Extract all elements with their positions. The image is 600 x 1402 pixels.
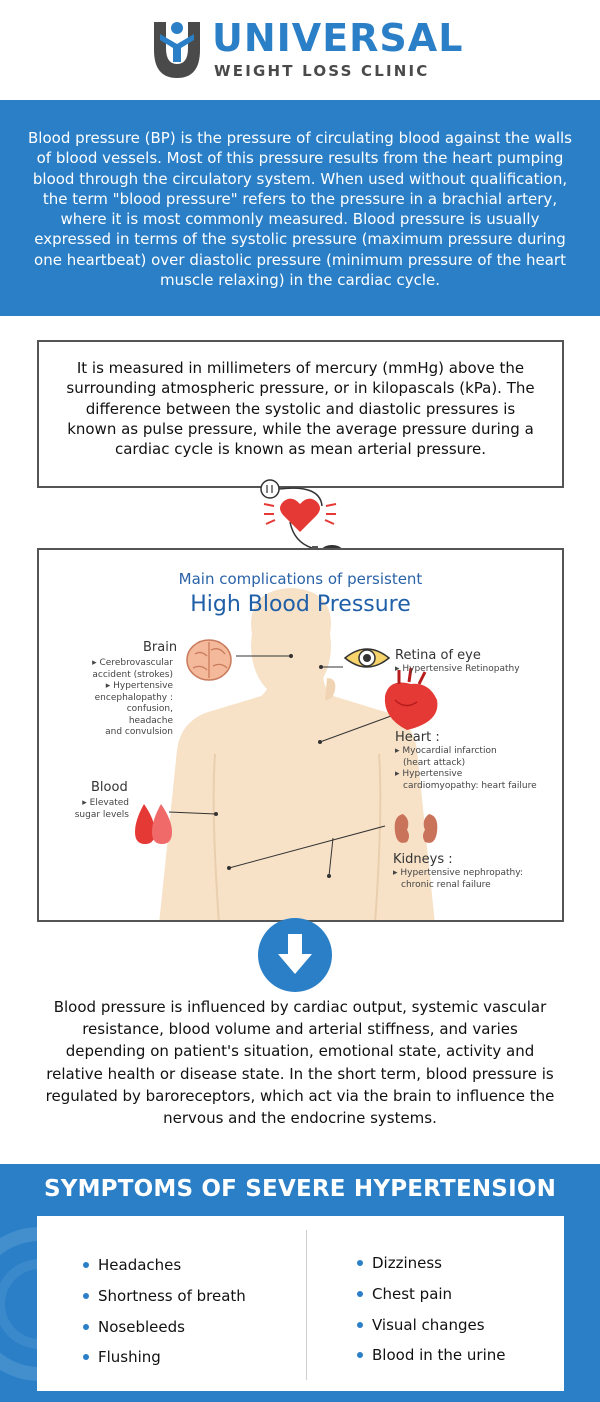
eye-details: ▸ Hypertensive Retinopathy	[395, 664, 520, 676]
blood-label: Blood	[91, 780, 128, 795]
heart-detail: cardiomyopathy: heart failure	[403, 780, 537, 791]
kidneys-label: Kidneys :	[393, 852, 453, 867]
brain-detail: and convulsion	[105, 727, 173, 737]
intro-section: Blood pressure (BP) is the pressure of c…	[0, 100, 600, 316]
blood-detail: sugar levels	[74, 809, 129, 820]
header: UNIVERSAL WEIGHT LOSS CLINIC	[0, 0, 600, 100]
kidneys-detail: ▸ Hypertensive nephropathy:	[393, 868, 523, 878]
blood-drops-icon	[135, 804, 172, 844]
symptom-label: Shortness of breath	[98, 1286, 246, 1305]
complications-title: High Blood Pressure	[190, 592, 411, 617]
complications-subtitle: Main complications of persistent	[178, 570, 423, 588]
bullet-icon	[357, 1321, 363, 1328]
symptoms-section: SYMPTOMS OF SEVERE HYPERTENSION Headache…	[0, 1164, 600, 1402]
symptom-label: Headaches	[98, 1256, 182, 1274]
brain-detail: ▸ Cerebrovascular	[92, 658, 173, 668]
heart-detail: (heart attack)	[403, 757, 466, 768]
symptom-label: Nosebleeds	[98, 1317, 185, 1336]
symptom-label: Dizziness	[372, 1254, 442, 1272]
measurement-text: It is measured in millimeters of mercury…	[66, 359, 535, 459]
eye-label: Retina of eye	[395, 648, 481, 663]
symptom-label: Flushing	[98, 1348, 161, 1367]
measurement-box: It is measured in millimeters of mercury…	[37, 340, 564, 488]
brain-label: Brain	[143, 640, 178, 655]
kidneys-details: ▸ Hypertensive nephropathy: chronic rena…	[393, 868, 523, 891]
symptom-item: Flushing	[83, 1342, 246, 1373]
symptoms-list-left: Headaches Shortness of breath Nosebleeds…	[83, 1250, 246, 1373]
brand-tagline: WEIGHT LOSS CLINIC	[214, 62, 430, 80]
blood-pressure-monitor-icon	[260, 479, 342, 555]
influence-text: Blood pressure is influenced by cardiac …	[45, 998, 555, 1128]
down-arrow-badge	[258, 918, 332, 992]
blood-detail: ▸ Elevated	[82, 798, 129, 808]
symptom-item: Visual changes	[357, 1310, 506, 1341]
symptoms-list-right: Dizziness Chest pain Visual changes Bloo…	[357, 1248, 506, 1371]
brain-detail: accident (strokes)	[92, 669, 173, 680]
anatomical-heart-icon	[384, 667, 438, 730]
heart-details: ▸ Myocardial infarction (heart attack) ▸…	[395, 746, 537, 792]
kidneys-detail: chronic renal failure	[401, 879, 491, 890]
body-illustration	[135, 588, 438, 920]
bullet-icon	[357, 1260, 363, 1266]
bullet-icon	[83, 1354, 89, 1361]
eye-icon	[343, 648, 391, 668]
heart-label: Heart :	[395, 730, 440, 745]
symptoms-divider	[306, 1230, 307, 1380]
complications-panel: Main complications of persistent High Bl…	[37, 548, 564, 922]
symptom-item: Headaches	[83, 1250, 246, 1281]
brand-name: UNIVERSAL	[212, 16, 464, 60]
eye-detail: ▸ Hypertensive Retinopathy	[395, 664, 520, 674]
symptoms-card: Headaches Shortness of breath Nosebleeds…	[37, 1216, 564, 1391]
symptom-label: Visual changes	[372, 1315, 485, 1334]
universal-logo-icon	[154, 22, 200, 78]
brain-icon	[186, 639, 232, 681]
symptom-item: Nosebleeds	[83, 1312, 246, 1343]
brain-detail: ▸ Hypertensive	[105, 681, 173, 691]
blood-details: ▸ Elevated sugar levels	[71, 798, 129, 821]
bullet-icon	[83, 1262, 89, 1268]
symptom-item: Shortness of breath	[83, 1281, 246, 1312]
symptom-item: Blood in the urine	[357, 1340, 506, 1371]
bullet-icon	[357, 1290, 363, 1297]
symptoms-title: SYMPTOMS OF SEVERE HYPERTENSION	[43, 1176, 557, 1202]
brain-detail: encephalopathy :	[94, 692, 173, 703]
bullet-icon	[83, 1292, 89, 1299]
heart-detail: ▸ Hypertensive	[395, 769, 463, 779]
symptom-item: Chest pain	[357, 1279, 506, 1310]
brain-detail: confusion, headache	[126, 704, 173, 726]
symptom-label: Chest pain	[372, 1284, 453, 1303]
intro-text: Blood pressure (BP) is the pressure of c…	[28, 129, 572, 290]
symptom-item: Dizziness	[357, 1248, 506, 1279]
kidneys-icon	[394, 814, 438, 843]
bullet-icon	[83, 1323, 89, 1330]
down-arrow-icon	[278, 934, 312, 974]
symptom-label: Blood in the urine	[372, 1346, 506, 1365]
bullet-icon	[357, 1352, 363, 1359]
heart-icon	[263, 498, 337, 532]
brain-details: ▸ Cerebrovascular accident (strokes) ▸ H…	[89, 658, 173, 739]
heart-detail: ▸ Myocardial infarction	[395, 746, 497, 756]
